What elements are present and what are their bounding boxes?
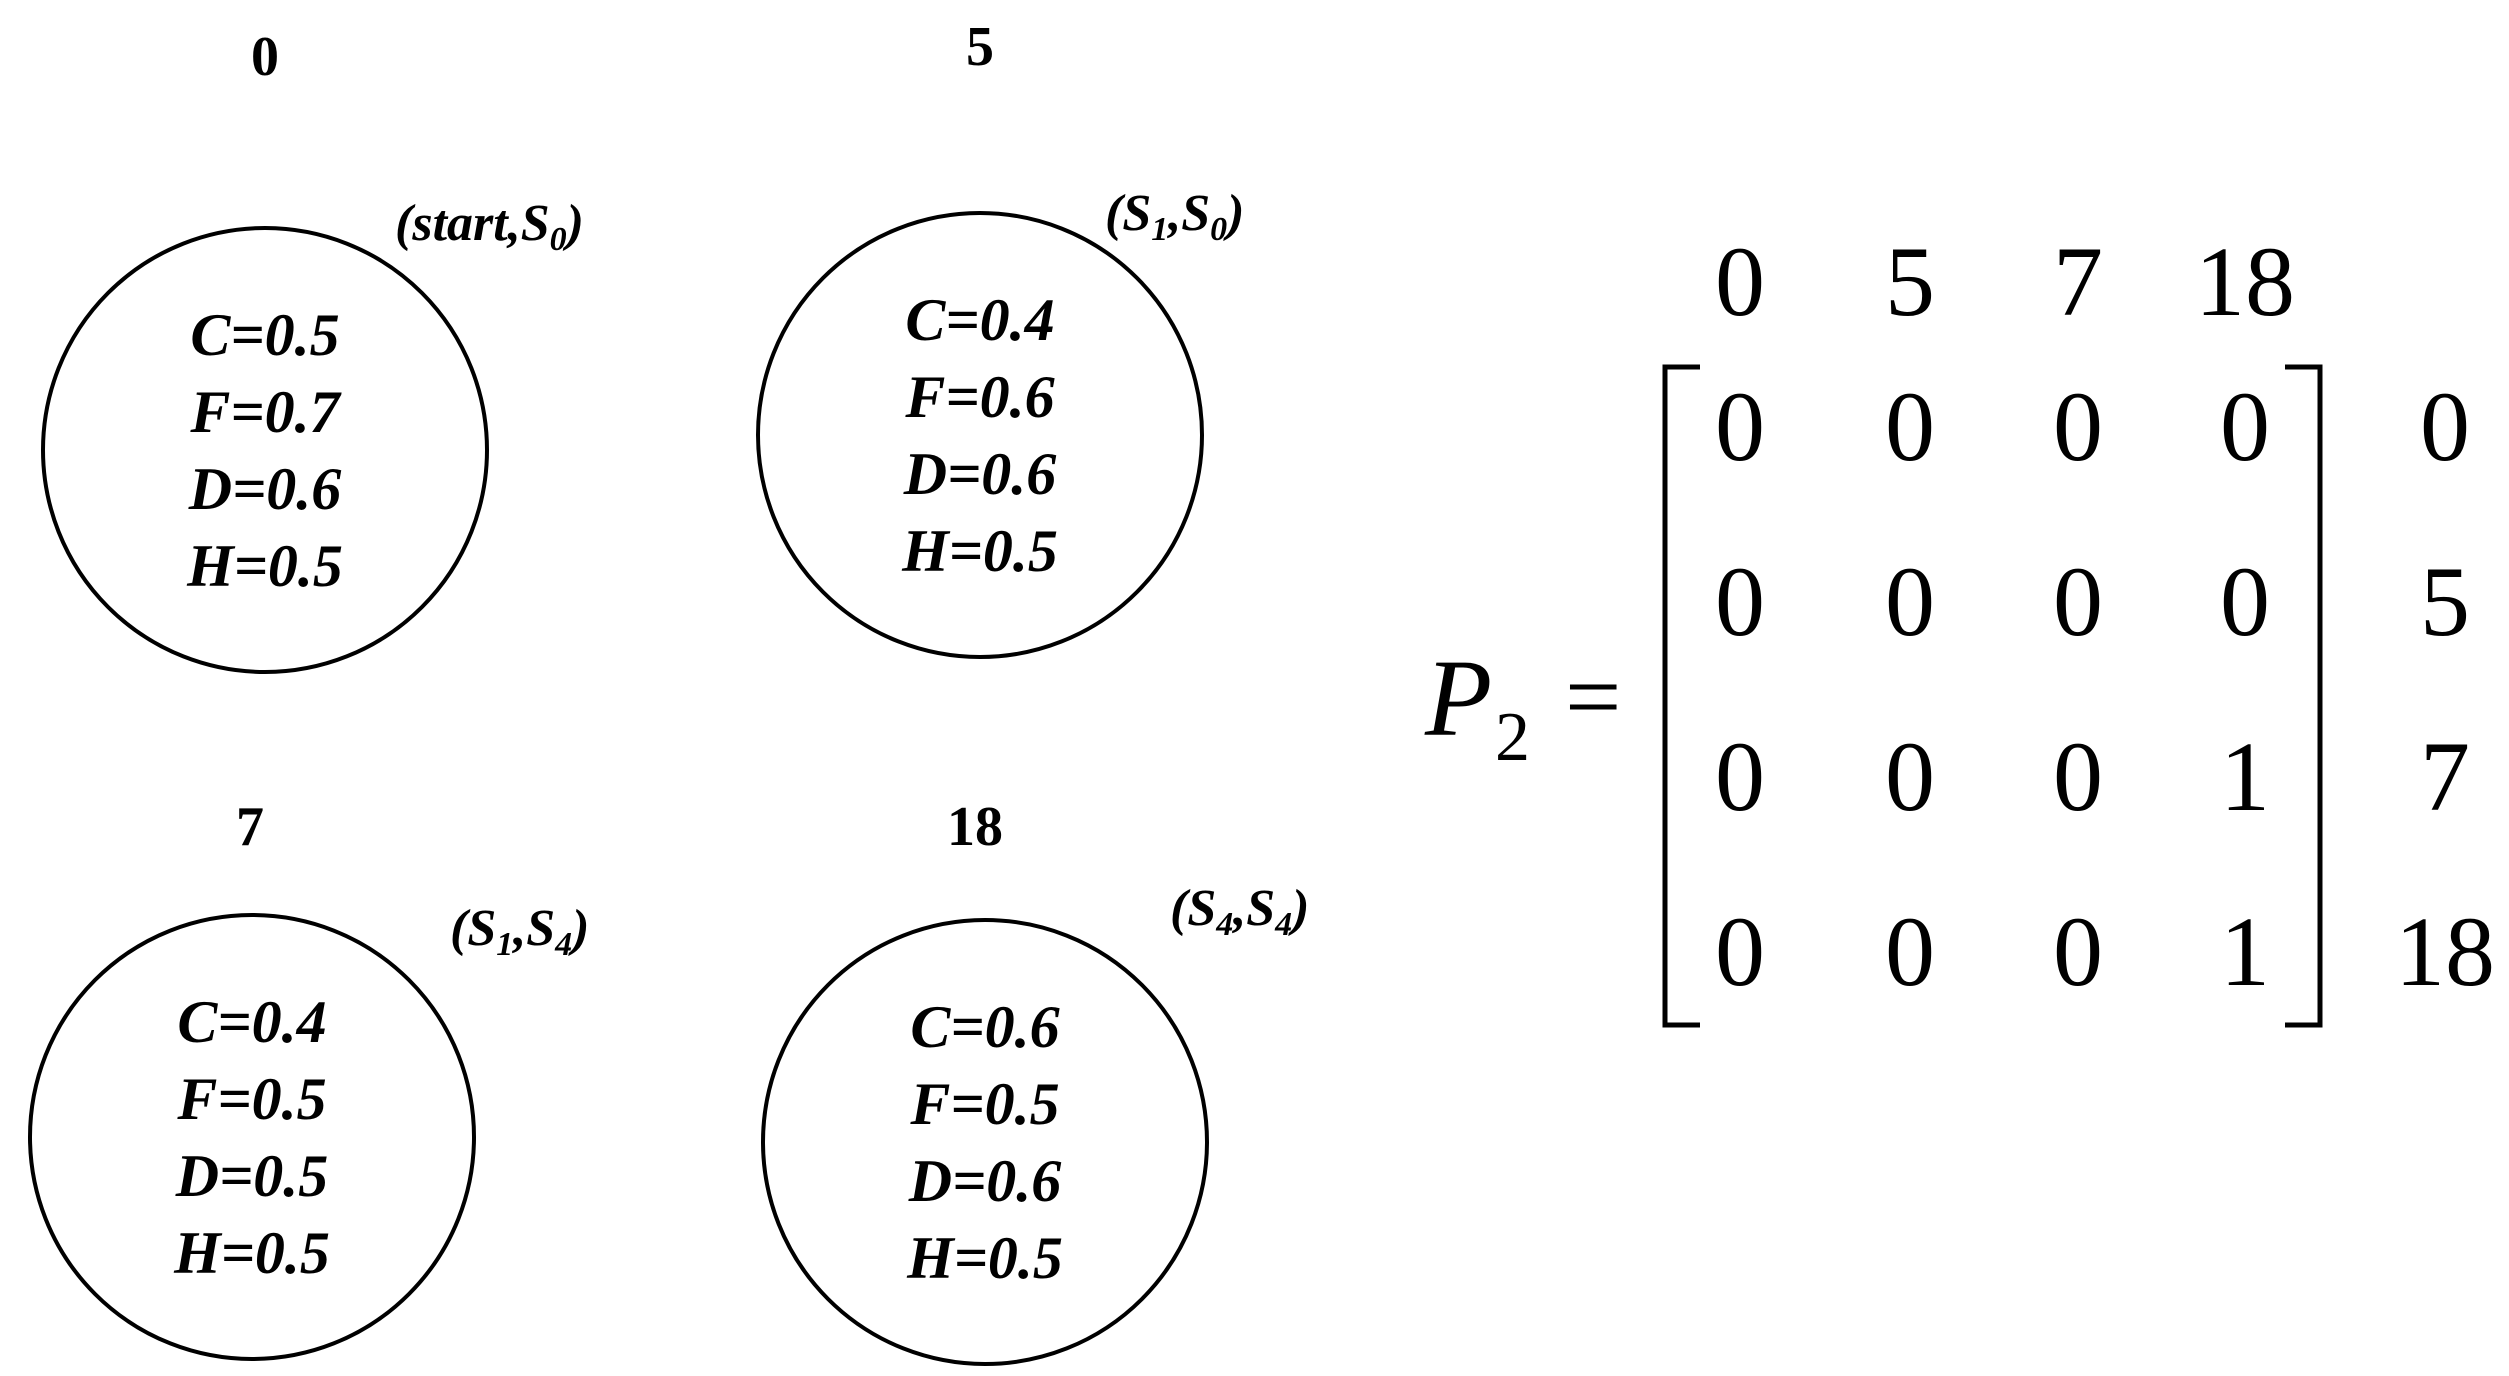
state-param: C=0.4 (177, 989, 326, 1055)
state-param: D=0.6 (188, 456, 342, 522)
state-circle (756, 211, 1204, 659)
state-param: F=0.5 (909, 1071, 1059, 1137)
state-param: D=0.5 (175, 1143, 329, 1209)
matrix-row-header: 18 (2395, 896, 2495, 1007)
matrix-symbol: P (1424, 637, 1492, 759)
state-id-label: 18 (947, 796, 1003, 858)
matrix-col-header: 18 (2195, 226, 2295, 337)
matrix-left-bracket (1662, 364, 1700, 1028)
matrix-cell: 0 (1885, 896, 1935, 1007)
matrix-cell: 0 (1715, 546, 1765, 657)
state-transition-tag: (start,S0) (395, 195, 584, 258)
matrix-cell: 0 (2220, 546, 2270, 657)
state-param: H=0.5 (173, 1220, 330, 1286)
state-param: F=0.7 (189, 379, 341, 445)
state-id-label: 0 (251, 26, 279, 88)
matrix-cell: 0 (2220, 371, 2270, 482)
matrix-cell: 0 (2053, 546, 2103, 657)
state-circle (41, 226, 489, 674)
state-param: C=0.4 (905, 287, 1054, 353)
state-node-5: 5 (S1,S0) C=0.4F=0.6D=0.6H=0.5 (756, 16, 1245, 659)
equals-sign: = (1565, 641, 1621, 752)
state-node-7: 7 (S1,S4) C=0.4F=0.5D=0.5H=0.5 (28, 796, 590, 1361)
matrix-cell: 0 (1715, 721, 1765, 832)
matrix-cell: 0 (1885, 546, 1935, 657)
state-transition-tag: (S1,S4) (450, 900, 590, 963)
matrix-col-header: 0 (1715, 226, 1765, 337)
state-param: H=0.5 (906, 1225, 1063, 1291)
state-param: H=0.5 (901, 518, 1058, 584)
matrix-row-header: 0 (2420, 371, 2470, 482)
matrix-cell: 0 (1715, 371, 1765, 482)
matrix-row-header: 7 (2420, 721, 2470, 832)
matrix-col-header: 5 (1885, 226, 1935, 337)
state-id-label: 7 (236, 796, 264, 858)
matrix-cell: 0 (2053, 721, 2103, 832)
state-node-0: 0 (start,S0) C=0.5F=0.7D=0.6H=0.5 (41, 26, 584, 674)
matrix-subscript: 2 (1495, 699, 1530, 776)
matrix-cell: 1 (2220, 896, 2270, 1007)
matrix-cell: 0 (1885, 371, 1935, 482)
matrix-cell: 0 (2053, 371, 2103, 482)
state-param: C=0.6 (910, 994, 1059, 1060)
state-param: D=0.6 (903, 441, 1057, 507)
state-param: F=0.5 (176, 1066, 326, 1132)
matrix-cell: 0 (1885, 721, 1935, 832)
state-id-label: 5 (966, 16, 994, 78)
state-circle (761, 918, 1209, 1366)
matrix-cell: 0 (1715, 896, 1765, 1007)
state-param: D=0.6 (908, 1148, 1062, 1214)
state-circle (28, 913, 476, 1361)
state-param: H=0.5 (186, 533, 343, 599)
state-param: F=0.6 (904, 364, 1054, 430)
state-transition-tag: (S1,S0) (1105, 185, 1245, 248)
state-node-18: 18 (S4,S4) C=0.6F=0.5D=0.6H=0.5 (761, 796, 1310, 1366)
matrix-col-header: 7 (2053, 226, 2103, 337)
state-param: C=0.5 (190, 302, 339, 368)
matrix-right-bracket (2285, 364, 2323, 1028)
state-transition-tag: (S4,S4) (1170, 880, 1310, 943)
matrix-cell: 0 (2053, 896, 2103, 1007)
matrix-cell: 1 (2220, 721, 2270, 832)
matrix-row-header: 5 (2420, 546, 2470, 657)
